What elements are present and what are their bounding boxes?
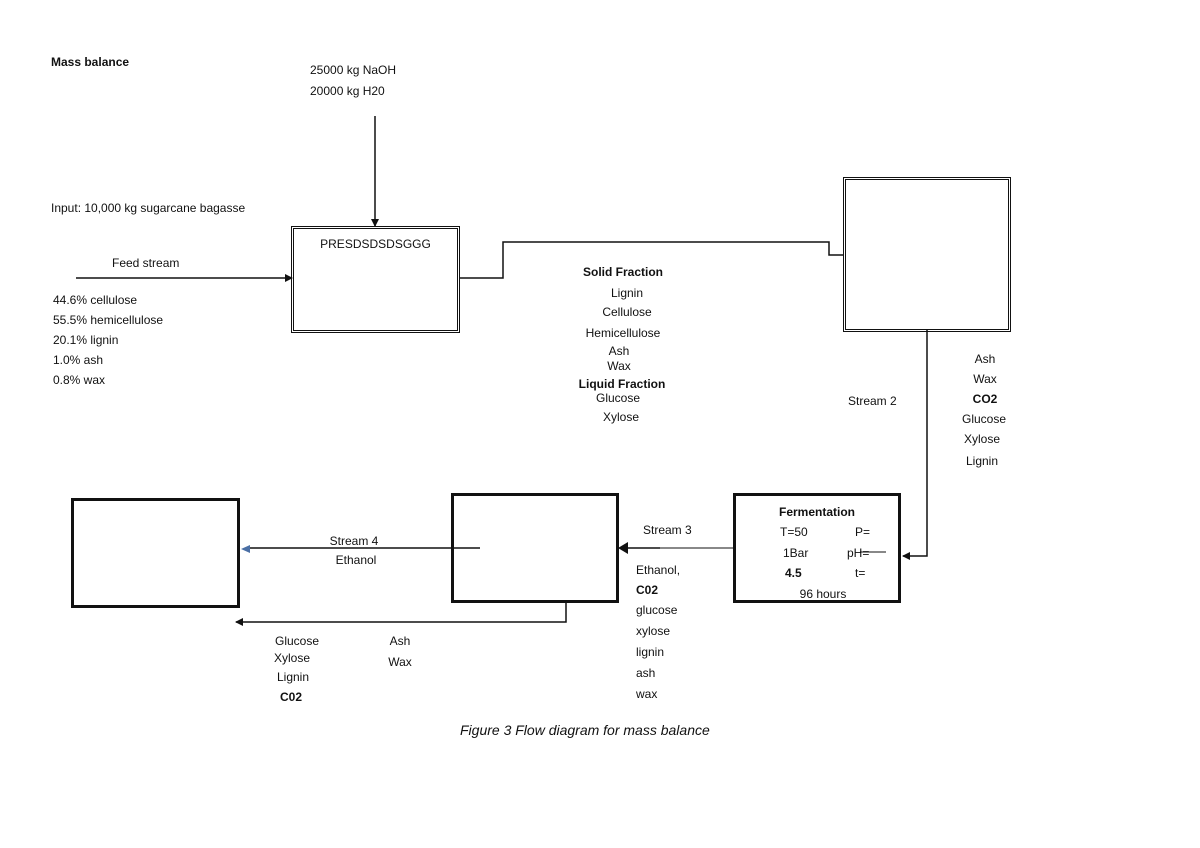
bottom-stream-item: Wax (388, 655, 412, 669)
stream3-item: xylose (636, 624, 671, 638)
stream3-item: wax (636, 687, 658, 701)
stream3-item: lignin (636, 645, 665, 659)
fermentation-time: t= (855, 566, 866, 580)
bottom-stream-item: Lignin (276, 670, 310, 684)
feed-item: 55.5% hemicellulose (53, 313, 164, 327)
stream-4-label: Stream 4 (329, 534, 379, 548)
bottom-stream-line (235, 603, 567, 626)
bottom-stream-item: Ash (389, 634, 411, 648)
fermentation-pressure: P= (855, 525, 871, 539)
feed-item: 44.6% cellulose (53, 293, 138, 307)
pretreatment-label: PRESDSDSDSGGG (320, 237, 431, 251)
solid-item: Ash (608, 344, 630, 358)
solid-fraction-title: Solid Fraction (582, 265, 663, 279)
stream2-item: Ash (974, 352, 996, 366)
solid-item: Cellulose (602, 305, 652, 319)
stream3-item: Ethanol, (636, 563, 681, 577)
stream2-item: CO2 (972, 392, 998, 406)
solid-item: Wax (607, 359, 631, 373)
bottom-stream-item: Glucose (274, 634, 320, 648)
stream-4-product: Ethanol (335, 553, 377, 567)
bottom-stream-item: C02 (279, 690, 302, 704)
page-title: Mass balance (51, 55, 130, 69)
liquid-fraction-title: Liquid Fraction (578, 377, 666, 391)
reagent-naoh: 25000 kg NaOH (310, 63, 397, 77)
stream2-line (902, 330, 928, 560)
fermentation-box: Fermentation T=50 P= 1Bar pH= 4.5 t= 96 … (733, 493, 901, 603)
stream-2-label: Stream 2 (848, 394, 897, 408)
input-label: Input: 10,000 kg sugarcane bagasse (51, 201, 246, 215)
fermentation-title: Fermentation (778, 505, 855, 519)
bottom-stream-item: Xylose (273, 651, 311, 665)
stream2-item: Glucose (961, 412, 1007, 426)
stream2-item: Lignin (965, 454, 999, 468)
liquid-item: Xylose (602, 410, 640, 424)
separator-box (451, 493, 619, 603)
feed-stream-label: Feed stream (112, 256, 180, 270)
stream3-item: ash (636, 666, 656, 680)
pretreatment-box: PRESDSDSDSGGG (291, 226, 460, 333)
stream2-item: Xylose (963, 432, 1001, 446)
feed-composition: 44.6% cellulose 55.5% hemicellulose 20.1… (53, 290, 163, 390)
unit-2-box (843, 177, 1011, 332)
fermentation-duration: 96 hours (799, 587, 847, 601)
stream-3-label: Stream 3 (643, 523, 692, 537)
liquid-item: Glucose (595, 391, 641, 405)
fermentation-ph: pH= (847, 546, 870, 560)
fermentation-temperature: T=50 (780, 525, 808, 539)
feed-item: 20.1% lignin (53, 333, 119, 347)
fermentation-ph-value: 4.5 (785, 566, 802, 580)
feed-item: 1.0% ash (53, 353, 104, 367)
stream2-item: Wax (973, 372, 997, 386)
feed-item: 0.8% wax (53, 373, 106, 387)
stream3-item: C02 (636, 583, 659, 597)
fermentation-bar: 1Bar (783, 546, 809, 560)
solid-item: Lignin (610, 286, 644, 300)
product-box (71, 498, 240, 608)
solid-item: Hemicellulose (585, 326, 661, 340)
stream3-item: glucose (636, 603, 678, 617)
stream1-line (460, 241, 844, 279)
figure-caption: Figure 3 Flow diagram for mass balance (460, 722, 710, 738)
reagent-water: 20000 kg H20 (310, 84, 385, 98)
